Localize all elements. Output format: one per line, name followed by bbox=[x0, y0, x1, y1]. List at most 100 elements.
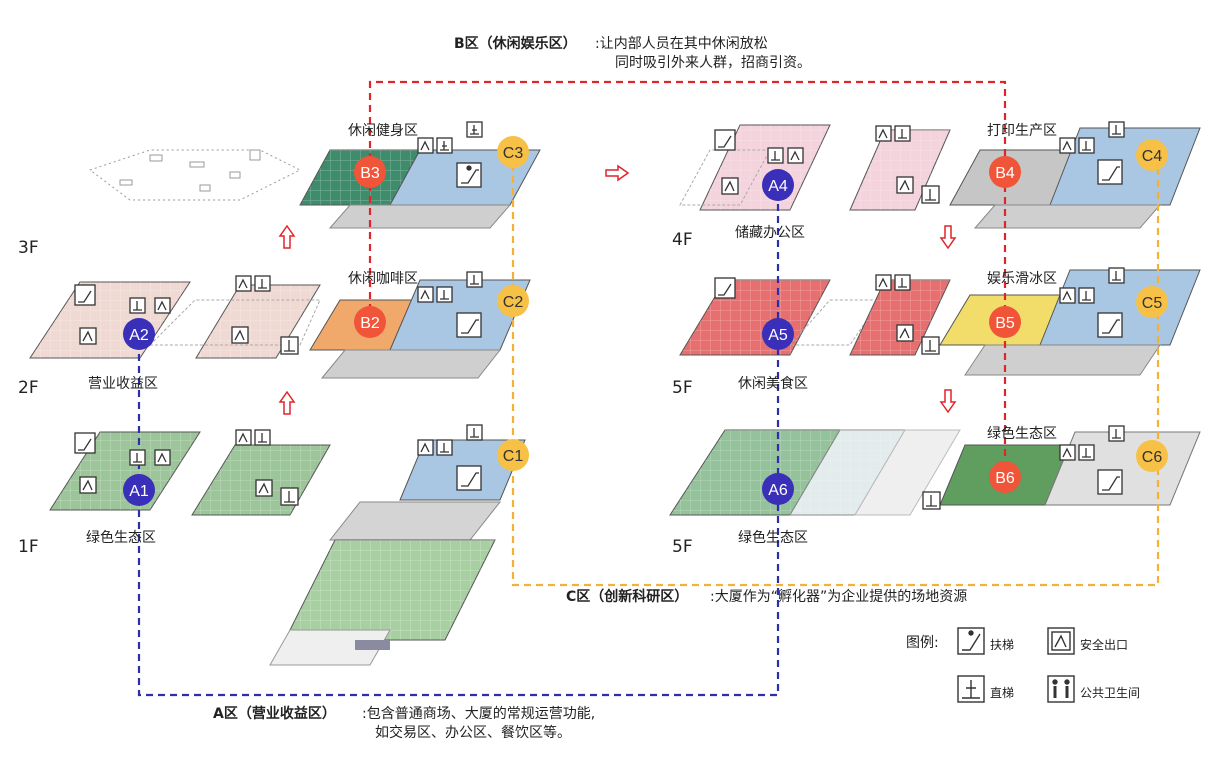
elevator-icon bbox=[466, 271, 483, 288]
node-b6: B6 bbox=[989, 461, 1021, 493]
svg-text:A4: A4 bbox=[768, 178, 788, 195]
escalator-icon bbox=[456, 312, 482, 338]
plate-1f-dark-strip bbox=[355, 640, 390, 650]
elevator-icon bbox=[1078, 137, 1095, 154]
area-label-lvse-right-bottom: 绿色生态区 bbox=[738, 530, 808, 546]
elevator-icon bbox=[922, 491, 941, 510]
arrow-down-1 bbox=[939, 225, 957, 250]
arrow-up-2 bbox=[278, 390, 296, 415]
icon-boxes bbox=[74, 121, 1125, 510]
exit-icon bbox=[79, 327, 97, 345]
elevator-icon bbox=[254, 275, 271, 292]
node-a4: A4 bbox=[762, 169, 794, 201]
elevator-icon bbox=[466, 424, 483, 441]
a-zone-line bbox=[137, 185, 780, 697]
svg-text:B4: B4 bbox=[995, 165, 1015, 182]
legend-title: 图例: bbox=[906, 635, 939, 651]
exit-icon bbox=[417, 137, 434, 154]
escalator-icon bbox=[74, 284, 96, 306]
svg-text:C2: C2 bbox=[503, 294, 524, 311]
escalator-icon bbox=[1097, 159, 1123, 185]
exit-icon bbox=[721, 177, 739, 195]
c-zone-line bbox=[511, 152, 1160, 587]
elevator-icon bbox=[1078, 287, 1095, 304]
node-b5: B5 bbox=[989, 306, 1021, 338]
floor-label-4f: 4F bbox=[672, 230, 693, 250]
arrow-down-2 bbox=[939, 389, 957, 414]
escalator-icon bbox=[714, 277, 736, 299]
area-label-yule-huabing: 娱乐滑冰区 bbox=[987, 271, 1057, 287]
svg-text:B6: B6 bbox=[995, 470, 1015, 487]
exit-icon bbox=[896, 324, 914, 342]
area-label-xiuxian-meishi: 休闲美食区 bbox=[738, 376, 808, 392]
node-c2: C2 bbox=[497, 285, 529, 317]
exit-icon bbox=[417, 286, 434, 303]
exit-icon bbox=[1059, 287, 1076, 304]
plate-5f-grey bbox=[964, 344, 1161, 376]
area-label-lvse-left: 绿色生态区 bbox=[86, 530, 156, 546]
a-zone-title: A区（营业收益区） bbox=[213, 706, 336, 722]
escalator-icon bbox=[957, 627, 985, 655]
area-label-chucang-bangong: 储藏办公区 bbox=[735, 225, 805, 241]
escalator-icon bbox=[456, 162, 482, 188]
exit-icon bbox=[255, 479, 273, 497]
c-zone-title: C区（创新科研区） bbox=[566, 589, 689, 605]
node-a1: A1 bbox=[123, 474, 155, 506]
legend-exit-label: 安全出口 bbox=[1080, 638, 1129, 652]
elevator-icon bbox=[921, 185, 940, 204]
elevator-icon bbox=[1078, 444, 1095, 461]
plate-2f-corridor bbox=[148, 299, 321, 346]
exit-icon bbox=[231, 326, 249, 344]
node-c6: C6 bbox=[1136, 440, 1168, 472]
b-zone-desc-1: :让内部人员在其中休闲放松 bbox=[595, 36, 768, 52]
arrows bbox=[278, 164, 957, 415]
plate-1f-grey bbox=[328, 501, 502, 541]
a-zone-desc-2: 如交易区、办公区、餐饮区等。 bbox=[375, 725, 571, 741]
b-zone-title: B区（休闲娱乐区） bbox=[454, 36, 577, 52]
floor-label-1f: 1F bbox=[18, 537, 39, 557]
legend-toilet-label: 公共卫生间 bbox=[1080, 686, 1141, 700]
svg-text:B2: B2 bbox=[360, 315, 380, 332]
toilet-icon bbox=[1047, 675, 1075, 703]
elevator-icon bbox=[767, 147, 784, 164]
legend-icons bbox=[957, 627, 1075, 703]
legend-elevator-label: 直梯 bbox=[990, 686, 1015, 700]
elevator-icon bbox=[894, 274, 911, 291]
exit-icon bbox=[79, 476, 97, 494]
svg-text:A5: A5 bbox=[768, 327, 788, 344]
escalator-icon bbox=[456, 465, 482, 491]
elevator-icon bbox=[466, 121, 483, 138]
exit-icon bbox=[154, 449, 171, 466]
exit-icon bbox=[154, 297, 171, 314]
svg-text:C5: C5 bbox=[1142, 295, 1163, 312]
node-b2: B2 bbox=[354, 306, 386, 338]
svg-text:A1: A1 bbox=[129, 483, 149, 500]
svg-text:B3: B3 bbox=[360, 165, 380, 182]
plate-6-light-grey bbox=[854, 429, 961, 516]
elevator-icon bbox=[1108, 267, 1125, 284]
connector-lines bbox=[137, 80, 1160, 697]
node-a6: A6 bbox=[762, 473, 794, 505]
exit-icon bbox=[896, 176, 914, 194]
floor-label-3f: 3F bbox=[18, 238, 39, 258]
plan-3f-left-sketch bbox=[88, 149, 302, 201]
floor-label-5f-top: 5F bbox=[672, 378, 693, 398]
svg-text:C4: C4 bbox=[1142, 148, 1163, 165]
elevator-icon bbox=[921, 336, 940, 355]
plate-3f-grey bbox=[328, 204, 512, 229]
exit-icon bbox=[235, 275, 252, 292]
area-label-dayin-shengchan: 打印生产区 bbox=[987, 123, 1057, 139]
area-label-xiuxian-jianshen: 休闲健身区 bbox=[348, 123, 418, 139]
arrow-right-1 bbox=[605, 164, 630, 182]
node-a5: A5 bbox=[762, 318, 794, 350]
plate-2f-grey bbox=[320, 349, 502, 379]
escalator-icon bbox=[1097, 469, 1123, 495]
escalator-icon bbox=[74, 432, 96, 454]
elevator-icon bbox=[1108, 121, 1125, 138]
node-b4: B4 bbox=[989, 156, 1021, 188]
node-b3: B3 bbox=[354, 156, 386, 188]
exit-icon bbox=[1059, 137, 1076, 154]
svg-text:A2: A2 bbox=[129, 327, 149, 344]
elevator-icon bbox=[894, 125, 911, 142]
escalator-icon bbox=[1097, 312, 1123, 338]
